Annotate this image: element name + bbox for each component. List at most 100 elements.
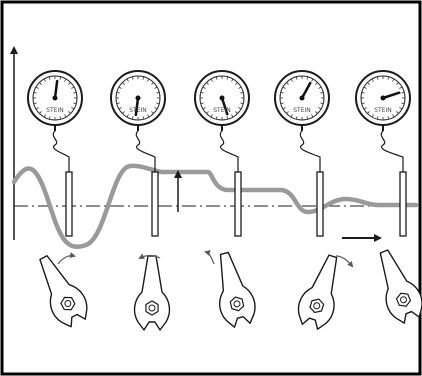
gauge-needle — [381, 91, 401, 100]
gauge-tick — [35, 107, 39, 110]
gauge-tick — [43, 114, 46, 118]
needle-pivot — [135, 95, 141, 101]
gauge-tick — [131, 116, 134, 120]
gauge-tick — [64, 78, 67, 82]
gauge-tick — [238, 107, 242, 110]
gauge-tick — [290, 78, 293, 82]
probe-rod — [151, 171, 159, 237]
gauge-tick — [320, 102, 324, 105]
curved-motion-arrow-icon — [57, 252, 76, 265]
curved-motion-arrow-icon — [335, 255, 354, 268]
gauge-wire — [219, 130, 239, 172]
gauge-tick — [68, 82, 71, 85]
wrench-body — [39, 255, 88, 328]
gauge-tick — [392, 114, 395, 118]
gauge-row: STEIN STEIN STEIN STEIN STEIN — [27, 70, 411, 237]
gauge-tick — [396, 111, 399, 114]
gauge-tick — [231, 78, 234, 82]
gauge-tick — [43, 78, 46, 82]
gauge-tick — [151, 111, 154, 114]
gauge-tick — [206, 82, 209, 85]
gauge-tick — [226, 116, 229, 120]
gauge-tick — [118, 107, 122, 110]
gauge-tick — [151, 82, 154, 85]
gauge-tick — [401, 91, 405, 94]
nut-bore — [313, 302, 321, 310]
wrench-body — [133, 255, 171, 331]
gauge-tick — [210, 114, 213, 118]
gauge-tick — [376, 116, 379, 120]
gauge-wire — [299, 130, 321, 172]
nut-bore — [64, 300, 72, 308]
gauge-tick — [315, 111, 318, 114]
gauge-tick — [235, 111, 238, 114]
gauge-dial-label: STEIN — [293, 107, 311, 114]
gauge-tick — [399, 86, 403, 89]
dial-gauge: STEIN — [194, 70, 250, 237]
gauge-tick — [147, 114, 150, 118]
gauge-dial-label: STEIN — [213, 107, 231, 114]
gauge-tick — [118, 86, 122, 89]
gauge-tick — [371, 78, 374, 82]
gauge-tick — [156, 102, 160, 105]
gauge-tick — [59, 116, 62, 120]
gauge-tick — [311, 114, 314, 118]
gauge-tick — [387, 116, 390, 120]
gauge-tick — [318, 86, 322, 89]
gauge-needle — [220, 96, 229, 116]
gauge-tick — [71, 86, 75, 89]
gauge-tick — [401, 102, 405, 105]
gauge-dial-label: STEIN — [46, 107, 64, 114]
wrench-icon — [379, 249, 422, 324]
hex-nut — [309, 298, 325, 314]
gauge-tick — [48, 116, 51, 120]
gauge-tick — [306, 76, 309, 80]
gauge-tick — [363, 107, 367, 110]
needle-pivot — [219, 95, 225, 101]
gauge-tick — [235, 82, 238, 85]
gauge-tick — [122, 82, 125, 85]
gauge-tick — [215, 76, 218, 80]
gauge-tick — [154, 86, 158, 89]
gauge-tick — [116, 91, 120, 94]
gauge-tick — [68, 111, 71, 114]
gauge-needle — [53, 79, 59, 100]
damped-oscillation-wave — [11, 163, 419, 249]
gauge-tick — [295, 116, 298, 120]
gauge-tick — [142, 76, 145, 80]
gauge-tick — [399, 107, 403, 110]
gauge-tick — [202, 107, 206, 110]
curved-motion-arrow-icon — [138, 253, 161, 259]
gauge-dial-label: STEIN — [374, 107, 392, 114]
gauge-tick — [396, 82, 399, 85]
curved-motion-arrow-icon — [204, 250, 215, 265]
gauge-tick — [311, 78, 314, 82]
gauge-tick — [226, 76, 229, 80]
gauge-tick — [39, 111, 42, 114]
wrench-icon — [39, 255, 88, 328]
gauge-tick — [361, 102, 365, 105]
gauge-needle — [300, 81, 312, 100]
nut-bore — [148, 304, 156, 312]
needle-pivot — [299, 95, 305, 101]
gauge-tick — [367, 82, 370, 85]
gauge-tick — [306, 116, 309, 120]
gauge-tick — [156, 91, 160, 94]
gauge-tick — [320, 91, 324, 94]
needle-pivot — [52, 95, 58, 101]
gauge-dial-label: STEIN — [129, 107, 147, 114]
hex-nut — [229, 296, 245, 312]
gauge-tick — [363, 86, 367, 89]
gauge-tick — [238, 86, 242, 89]
gauge-tick — [35, 86, 39, 89]
hex-nut — [60, 296, 76, 311]
probe-rod — [316, 171, 324, 237]
probe-rod — [234, 171, 242, 237]
gauge-tick — [371, 114, 374, 118]
gauge-tick — [392, 78, 395, 82]
gauge-tick — [215, 116, 218, 120]
gauge-tick — [116, 102, 120, 105]
gauge-needle — [134, 96, 140, 117]
